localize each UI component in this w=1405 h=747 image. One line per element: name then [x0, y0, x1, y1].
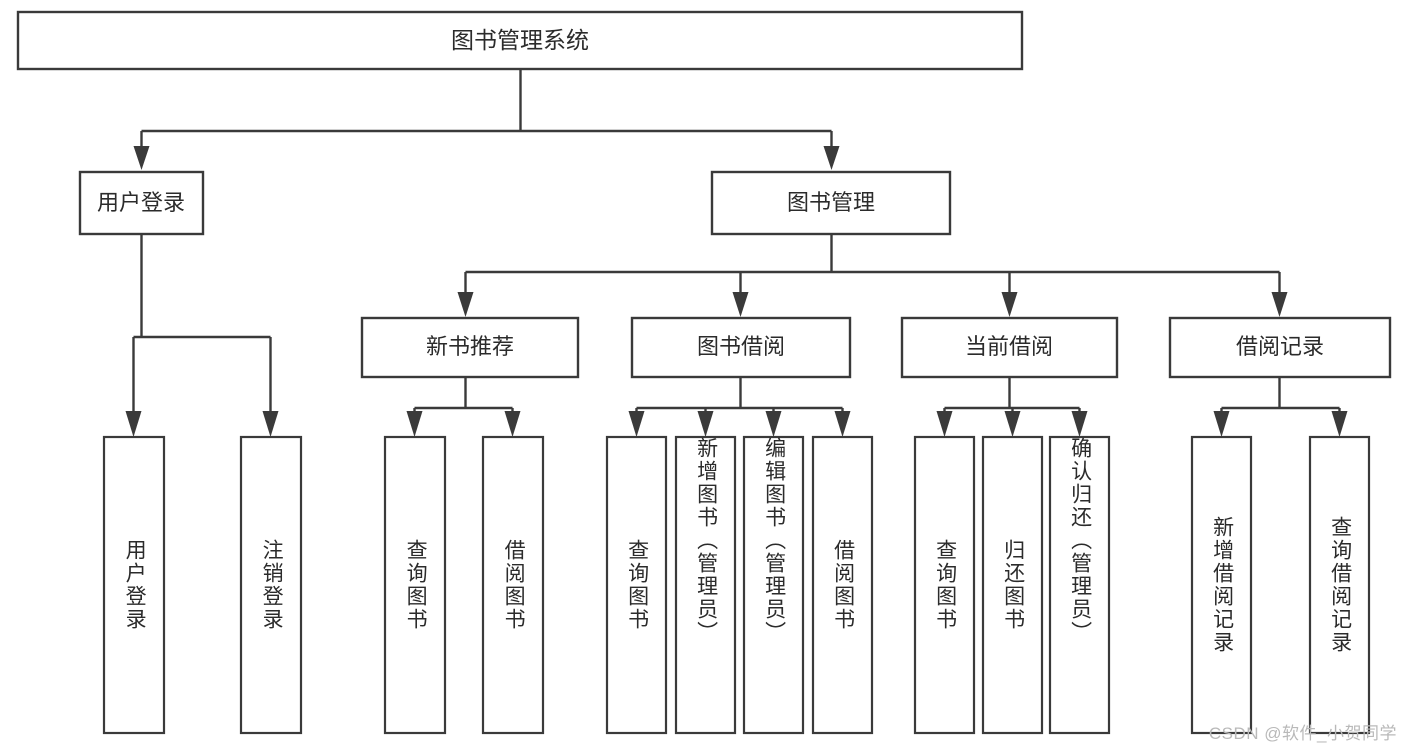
arrowhead-leaf-add-book: [697, 411, 714, 437]
arrowhead-leaf-borrow-book-1: [504, 411, 521, 437]
arrowhead-leaf-return-book: [1004, 411, 1021, 437]
arrowhead-leaf-query-book-2: [628, 411, 645, 437]
arrowhead-new-book-rec: [457, 292, 474, 317]
node-user-login-label: 用户登录: [97, 190, 185, 215]
leaf-box-query-book-3[interactable]: [913, 435, 976, 735]
arrowhead-leaf-logout-login: [262, 411, 279, 437]
node-book-manage[interactable]: [710, 170, 952, 236]
leaf-box-return-book[interactable]: [981, 435, 1044, 735]
node-user-login[interactable]: [78, 170, 205, 236]
connector-layer: [125, 69, 1348, 437]
arrowhead-leaf-add-record: [1213, 411, 1230, 437]
node-layer: 图书管理系统 用户登录 图书管理 新书推荐 图书借阅 当前借阅 借阅记录: [16, 10, 1392, 735]
node-borrow-record-label: 借阅记录: [1236, 334, 1324, 359]
node-book-manage-label: 图书管理: [787, 190, 875, 215]
node-current-borrow-label: 当前借阅: [965, 334, 1053, 359]
leaf-box-borrow-book-1[interactable]: [481, 435, 545, 735]
csdn-watermark: CSDN @软件_小贺同学: [1208, 724, 1397, 743]
arrowhead-leaf-query-record: [1331, 411, 1348, 437]
leaf-box-add-book[interactable]: [674, 435, 737, 735]
leaf-box-edit-book[interactable]: [742, 435, 805, 735]
node-book-borrow-label: 图书借阅: [697, 334, 785, 359]
arrowhead-leaf-user-login: [125, 411, 142, 437]
arrowhead-leaf-query-book-3: [936, 411, 953, 437]
node-book-borrow[interactable]: [630, 316, 852, 379]
leaf-box-confirm-return[interactable]: [1048, 435, 1111, 735]
node-new-book-rec-label: 新书推荐: [426, 334, 514, 359]
arrowhead-book-manage: [823, 146, 840, 170]
leaf-box-query-record[interactable]: [1308, 435, 1371, 735]
leaf-box-add-record[interactable]: [1190, 435, 1253, 735]
leaf-box-borrow-book-2[interactable]: [811, 435, 874, 735]
node-root-label: 图书管理系统: [451, 27, 589, 53]
arrowhead-leaf-borrow-book-2: [834, 411, 851, 437]
arrowhead-leaf-edit-book: [765, 411, 782, 437]
node-root[interactable]: [16, 10, 1024, 71]
arrowhead-user-login: [133, 146, 150, 170]
arrowhead-book-borrow: [732, 292, 749, 317]
node-current-borrow[interactable]: [900, 316, 1119, 379]
arrowhead-current-borrow: [1001, 292, 1018, 317]
leaf-box-query-book-1[interactable]: [383, 435, 447, 735]
node-new-book-rec[interactable]: [360, 316, 580, 379]
node-borrow-record[interactable]: [1168, 316, 1392, 379]
leaf-box-logout-login[interactable]: [239, 435, 303, 735]
arrowhead-borrow-record: [1271, 292, 1288, 317]
arrowhead-leaf-query-book-1: [406, 411, 423, 437]
arrowhead-leaf-confirm-return: [1071, 411, 1088, 437]
leaf-box-user-login[interactable]: [102, 435, 166, 735]
leaf-box-query-book-2[interactable]: [605, 435, 668, 735]
